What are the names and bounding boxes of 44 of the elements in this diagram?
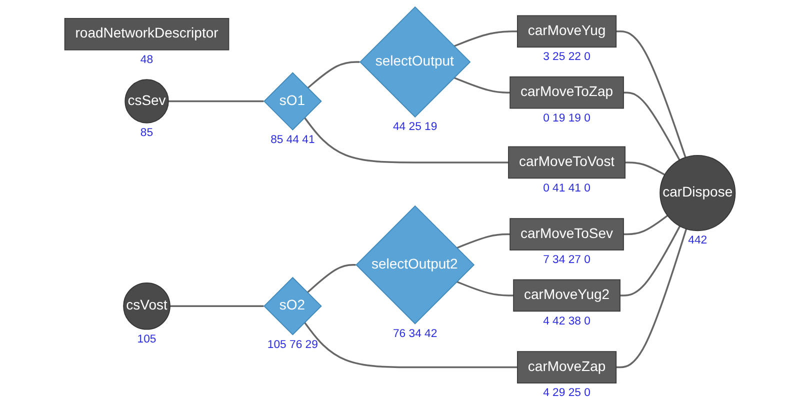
node-diamond: selectOutput bbox=[359, 6, 471, 118]
node-box: carMoveZap bbox=[517, 351, 617, 384]
node-box: carMoveYug2 bbox=[513, 279, 620, 312]
connector bbox=[304, 322, 518, 368]
node-diamond: selectOutput2 bbox=[356, 205, 475, 324]
count-label: 105 76 29 bbox=[267, 338, 318, 351]
node-box: roadNetworkDescriptor bbox=[64, 18, 230, 50]
node-diamond: sO1 bbox=[264, 72, 322, 130]
connector bbox=[456, 233, 510, 249]
count-label: 85 44 41 bbox=[270, 134, 315, 146]
connector bbox=[454, 30, 518, 48]
connector bbox=[306, 264, 356, 294]
count-label: 44 25 19 bbox=[392, 121, 438, 134]
connector bbox=[454, 76, 510, 94]
node-box: carMoveToSev bbox=[510, 218, 624, 250]
connector bbox=[616, 30, 686, 158]
connector bbox=[624, 214, 668, 236]
connector bbox=[456, 280, 514, 296]
node-circle: csSev bbox=[124, 79, 169, 124]
count-label: 0 19 19 0 bbox=[543, 112, 590, 124]
count-label: 4 29 25 0 bbox=[543, 387, 590, 400]
node-circle: csVost bbox=[123, 282, 170, 330]
connector bbox=[620, 226, 681, 296]
connector bbox=[624, 92, 680, 160]
connector bbox=[616, 228, 688, 368]
count-label: 0 41 41 0 bbox=[543, 182, 590, 194]
node-circle: carDispose bbox=[660, 155, 736, 232]
count-label: 105 bbox=[137, 333, 156, 346]
connector bbox=[625, 162, 666, 176]
node-box: carMoveYug bbox=[517, 15, 617, 48]
node-box: carMoveToZap bbox=[510, 76, 624, 109]
count-label: 442 bbox=[688, 234, 708, 247]
count-label: 7 34 27 0 bbox=[543, 254, 590, 266]
count-label: 85 bbox=[140, 127, 154, 140]
connector bbox=[307, 61, 360, 89]
node-diamond: sO2 bbox=[264, 276, 322, 336]
count-label: 4 42 38 0 bbox=[543, 315, 590, 328]
count-label: 48 bbox=[140, 54, 154, 66]
connector bbox=[170, 305, 264, 307]
connector bbox=[168, 100, 264, 102]
count-label: 3 25 22 0 bbox=[543, 51, 590, 64]
node-box: carMoveToVost bbox=[508, 146, 626, 179]
connector bbox=[304, 117, 508, 164]
count-label: 76 34 42 bbox=[392, 328, 438, 340]
